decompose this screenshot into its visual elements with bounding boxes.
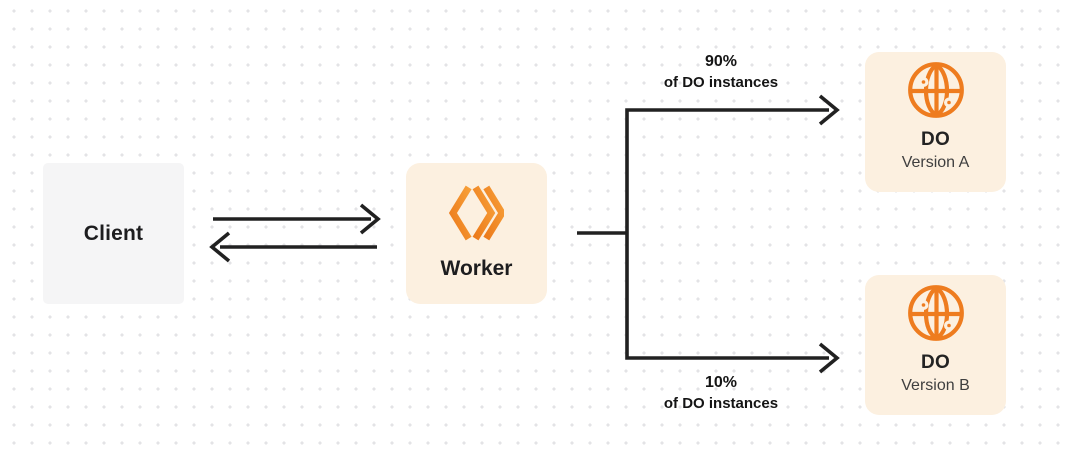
arrowhead-to-do-a	[818, 94, 840, 126]
worker-label: Worker	[440, 257, 513, 280]
do-b-subtitle: Version B	[901, 377, 970, 394]
do-version-b-node: DO Version B	[865, 275, 1006, 415]
edge-percent-a: 90%	[704, 53, 738, 70]
branch-worker-to-do	[577, 94, 840, 374]
cloudflare-workers-icon	[449, 185, 504, 241]
edge-label-10-percent: 10% of DO instances	[621, 372, 821, 414]
client-node: Client	[43, 163, 184, 304]
client-label: Client	[83, 221, 144, 245]
do-a-title: DO	[920, 129, 951, 150]
do-a-subtitle: Version A	[901, 154, 970, 171]
durable-object-globe-icon	[907, 285, 964, 341]
arrow-worker-to-client	[209, 231, 377, 263]
durable-object-globe-icon	[907, 62, 964, 118]
edge-caption-a: of DO instances	[663, 74, 779, 91]
do-b-title: DO	[920, 352, 951, 373]
arrowhead-to-do-b	[818, 342, 840, 374]
worker-node: Worker	[406, 163, 547, 304]
edge-label-90-percent: 90% of DO instances	[621, 51, 821, 93]
edge-caption-b: of DO instances	[663, 395, 779, 412]
arrow-client-to-worker	[213, 203, 381, 235]
do-version-a-node: DO Version A	[865, 52, 1006, 192]
edge-percent-b: 10%	[704, 374, 738, 391]
